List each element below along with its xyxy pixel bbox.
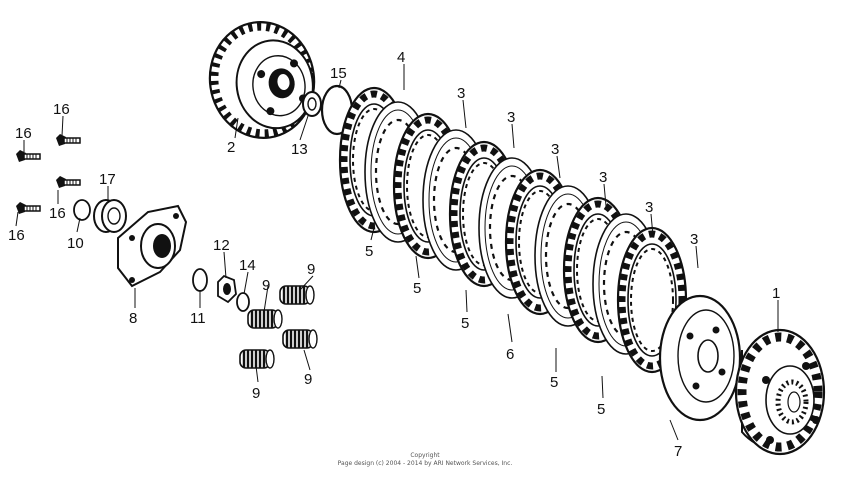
clutch-spring <box>281 328 319 350</box>
callout-17: 17 <box>99 171 116 188</box>
callout-16: 16 <box>15 125 32 142</box>
callout-10: 10 <box>67 235 84 252</box>
washer-14 <box>236 292 250 312</box>
callout-14: 14 <box>239 257 256 274</box>
callout-4: 4 <box>397 49 405 66</box>
lock-washer <box>302 91 322 117</box>
callout-15: 15 <box>330 65 347 82</box>
callout-5: 5 <box>550 374 558 391</box>
callout-9: 9 <box>307 261 315 278</box>
callout-12: 12 <box>213 237 230 254</box>
clutch-center <box>734 328 826 456</box>
lock-nut <box>192 268 208 292</box>
callout-5: 5 <box>365 243 373 260</box>
callout-16: 16 <box>49 205 66 222</box>
clutch-bolt <box>55 133 81 147</box>
callout-16: 16 <box>53 101 70 118</box>
callout-9: 9 <box>262 277 270 294</box>
clutch-spring <box>246 308 284 330</box>
clutch-bolt <box>15 149 41 163</box>
clutch-bolt <box>15 201 41 215</box>
callout-3: 3 <box>551 141 559 158</box>
nut-12 <box>217 274 237 304</box>
lifter-plate <box>117 204 188 288</box>
clutch-outer-gear <box>208 21 316 139</box>
callout-3: 3 <box>599 169 607 186</box>
callout-8: 8 <box>129 310 137 327</box>
callout-5: 5 <box>597 401 605 418</box>
collar <box>73 199 91 221</box>
callout-7: 7 <box>674 443 682 460</box>
clutch-spring <box>238 348 276 370</box>
callout-3: 3 <box>645 199 653 216</box>
callout-2: 2 <box>227 139 235 156</box>
callout-5: 5 <box>413 280 421 297</box>
callout-1: 1 <box>772 285 780 302</box>
callout-3: 3 <box>690 231 698 248</box>
leader-lines <box>15 64 779 441</box>
callout-16: 16 <box>8 227 25 244</box>
callout-labels: 1 2 3 3 3 3 3 3 4 5 5 5 5 5 6 7 8 9 9 9 … <box>8 49 780 460</box>
callout-5: 5 <box>461 315 469 332</box>
pressure-plate <box>658 294 742 422</box>
callout-9: 9 <box>304 371 312 388</box>
clutch-bolt <box>55 175 81 189</box>
callout-11: 11 <box>190 310 206 327</box>
callout-3: 3 <box>507 109 515 126</box>
callout-9: 9 <box>252 385 260 402</box>
copyright-label: Copyright <box>410 452 440 459</box>
copyright-line: Page design (c) 2004 - 2014 by ARI Netwo… <box>337 460 513 467</box>
callout-6: 6 <box>506 346 514 363</box>
lifter-bearing <box>93 199 127 233</box>
callout-3: 3 <box>457 85 465 102</box>
clutch-spring <box>278 284 316 306</box>
callout-13: 13 <box>291 141 308 158</box>
